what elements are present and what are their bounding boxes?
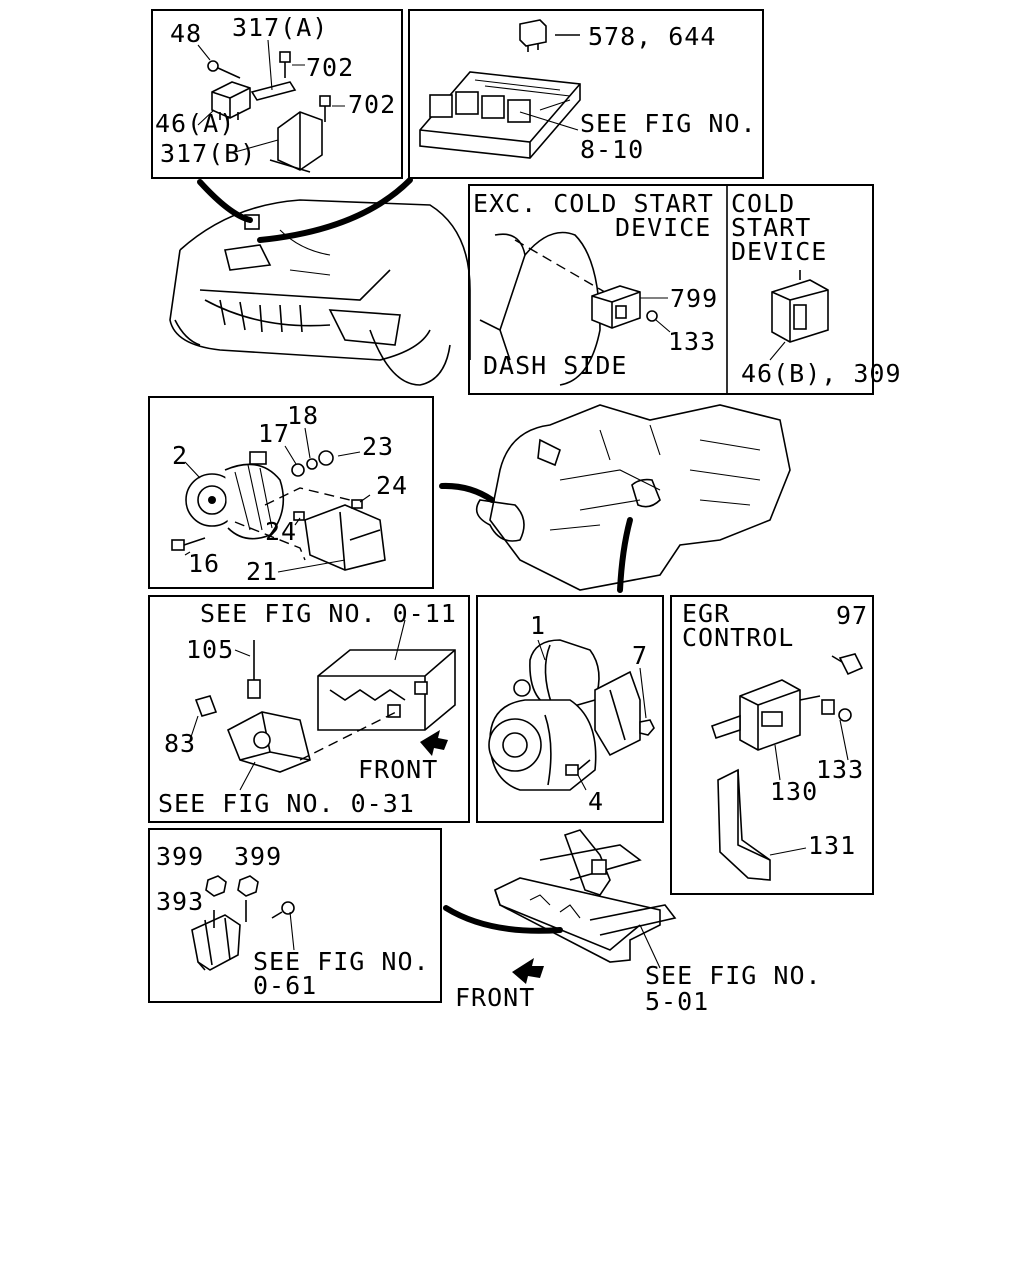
- callout-317b: 317(B): [160, 139, 256, 168]
- label-cold-start-line3: DEVICE: [731, 237, 827, 266]
- panel-sensor: SEE FIG NO. 0-11 105 83 FRONT SEE FIG NO…: [148, 595, 470, 823]
- callout-393: 393: [156, 887, 204, 916]
- connector-curve-starter: [617, 517, 633, 593]
- connector-curve-alternator: [439, 482, 495, 503]
- panel-fuse-box: 578, 644 SEE FIG NO. 8-10: [408, 9, 764, 179]
- panel-starter: 1 7 4: [476, 595, 664, 823]
- see-fig-8-10-line2: 8-10: [580, 135, 644, 164]
- callout-18: 18: [287, 401, 319, 430]
- label-exc-cold-start-line1: EXC. COLD START: [473, 189, 714, 218]
- callout-4: 4: [588, 787, 604, 816]
- panel-alternator: 2 17 18 23 24 24 16 21: [148, 396, 434, 589]
- callout-46a: 46(A): [155, 109, 235, 138]
- vehicle-front-illustration: [169, 199, 471, 386]
- callout-130: 130: [770, 777, 818, 806]
- callout-578-644: 578, 644: [588, 22, 716, 51]
- connector-curve-fusebox: [257, 177, 413, 243]
- see-fig-0-11: SEE FIG NO. 0-11: [200, 599, 457, 628]
- callout-16: 16: [188, 549, 220, 578]
- see-fig-0-61-line1: SEE FIG NO.: [253, 947, 430, 976]
- label-egr-line1: EGR: [682, 599, 730, 628]
- callout-46b-309: 46(B), 309: [741, 359, 902, 388]
- see-fig-5-01-line2: 5-01: [645, 987, 709, 1016]
- see-fig-8-10-line1: SEE FIG NO.: [580, 109, 757, 138]
- connector-curve-mount: [443, 905, 563, 934]
- callout-17: 17: [258, 419, 290, 448]
- callout-105: 105: [186, 635, 234, 664]
- callout-399-left: 399: [156, 842, 204, 871]
- callout-23: 23: [362, 432, 394, 461]
- label-front-frame: FRONT: [455, 983, 535, 1012]
- panel-relay-bracket: 48 317(A) 702 702 46(A) 317(B): [151, 9, 403, 179]
- callout-133-cold: 133: [668, 327, 716, 356]
- label-cold-start-line2: START: [731, 213, 811, 242]
- callout-97: 97: [836, 601, 868, 630]
- callout-48: 48: [170, 19, 202, 48]
- callout-317a: 317(A): [232, 13, 328, 42]
- callout-399-right: 399: [234, 842, 282, 871]
- callout-2: 2: [172, 441, 188, 470]
- label-exc-cold-start-line2: DEVICE: [615, 213, 711, 242]
- callout-24-left: 24: [265, 517, 297, 546]
- callout-131: 131: [808, 831, 856, 860]
- label-dash-side: DASH SIDE: [483, 351, 627, 380]
- engine-illustration: [475, 404, 791, 591]
- panel-cold-start-device: EXC. COLD START DEVICE COLD START DEVICE…: [468, 184, 902, 395]
- callout-21: 21: [246, 557, 278, 586]
- panel-engine-mount: 399 399 393 SEE FIG NO. 0-61: [148, 828, 442, 1003]
- label-egr-line2: CONTROL: [682, 623, 794, 652]
- callout-1: 1: [530, 611, 546, 640]
- panel-egr-control: EGR CONTROL 97 133 130 131: [670, 595, 874, 895]
- connector-curve-relay: [197, 179, 253, 223]
- callout-702-right: 702: [348, 90, 396, 119]
- see-fig-5-01-line1: SEE FIG NO.: [645, 961, 822, 990]
- callout-702-top: 702: [306, 53, 354, 82]
- see-fig-0-61-line2: 0-61: [253, 971, 317, 1000]
- callout-7: 7: [632, 641, 648, 670]
- label-front-sensor: FRONT: [358, 755, 438, 784]
- callout-799: 799: [670, 284, 718, 313]
- callout-133-egr: 133: [816, 755, 864, 784]
- label-cold-start-line1: COLD: [731, 189, 795, 218]
- callout-83: 83: [164, 729, 196, 758]
- see-fig-0-31: SEE FIG NO. 0-31: [158, 789, 415, 818]
- callout-24-right: 24: [376, 471, 408, 500]
